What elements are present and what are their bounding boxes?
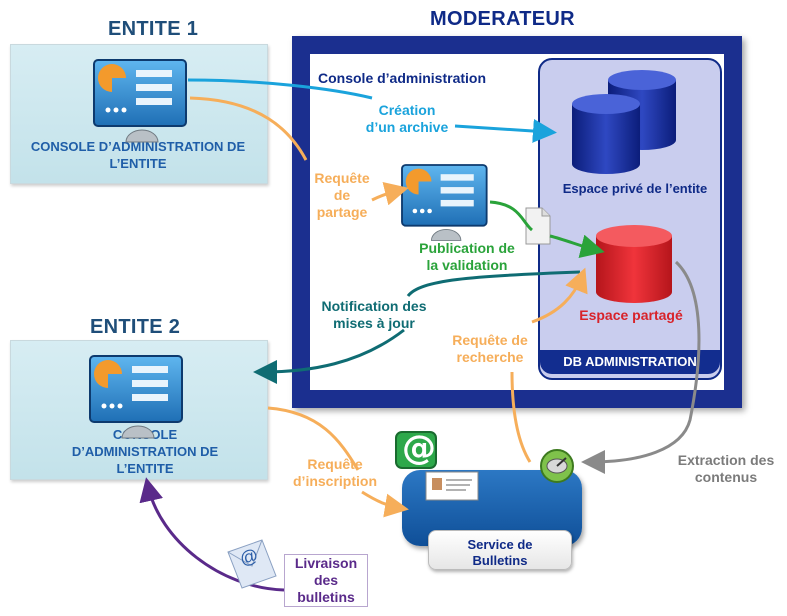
console-admin-label: Console d’administration <box>318 70 487 86</box>
envelope-icon <box>227 539 277 589</box>
computer-icon-entity1 <box>93 59 187 143</box>
arrow-livraison <box>139 477 285 592</box>
moderator-title: MODERATEUR <box>430 8 575 30</box>
email-at-symbol: @ <box>402 428 436 468</box>
private-database-icon <box>572 70 676 174</box>
arrow-requete-partage <box>189 96 308 161</box>
arrow-recherche <box>531 267 588 324</box>
arrow-notification <box>406 270 581 297</box>
computer-icon-moderator <box>401 164 488 241</box>
arrow-publication <box>489 200 534 232</box>
livraison-bulletins-label: Livraison des bulletins <box>284 554 368 607</box>
creation-archive-label: Création d’un archive <box>365 102 449 135</box>
entity1-console-label: CONSOLE D’ADMINISTRATION DE L’ENTITE <box>30 139 246 171</box>
shared-database-icon <box>596 225 672 303</box>
arrow-inscription <box>267 406 360 471</box>
entity2-title: ENTITE 2 <box>90 316 181 338</box>
requete-inscription-label: Requête d’inscription <box>293 456 377 489</box>
shared-space-label: Espace partagé <box>579 307 683 323</box>
extraction-contenus-label: Extraction des contenus <box>677 452 775 485</box>
publication-validation-label: Publication de la validation <box>419 240 515 273</box>
notification-maj-label: Notification des mises à jour <box>321 298 427 331</box>
arrow-extraction <box>581 260 701 474</box>
computer-icon-entity2 <box>89 355 183 439</box>
requete-partage-label: Requête de partage <box>314 170 370 220</box>
arrow-creation-archive <box>187 78 373 100</box>
service-bulletins-label: Service de Bulletins <box>428 530 572 570</box>
db-administration-footer: DB ADMINISTRATION <box>540 350 720 374</box>
email-at-icon <box>395 431 437 469</box>
document-icon <box>525 207 551 245</box>
business-card-icon <box>425 471 479 501</box>
entity1-title: ENTITE 1 <box>108 18 199 40</box>
requete-recherche-label: Requête de recherche <box>452 332 528 365</box>
satellite-dish-icon <box>540 449 574 483</box>
private-space-label: Espace privé de l’entite <box>562 181 708 196</box>
